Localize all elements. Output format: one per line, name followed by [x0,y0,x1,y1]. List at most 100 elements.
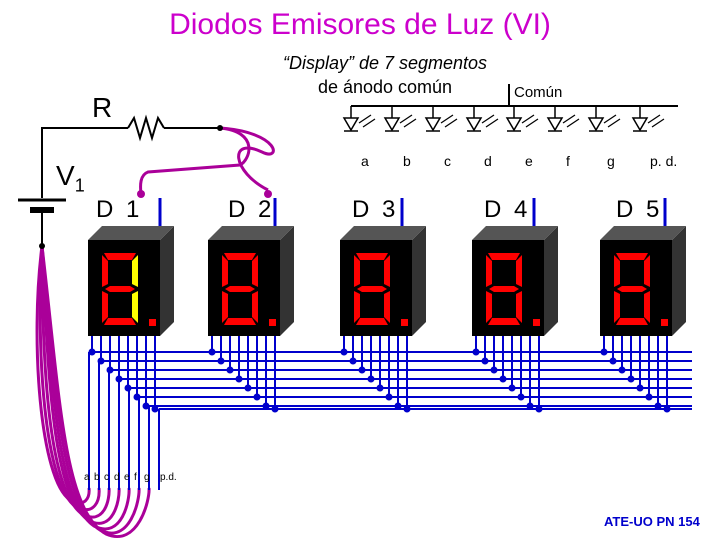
common-label: Común [514,84,563,101]
segment-b [384,255,390,287]
led-emission-arrow [521,114,535,124]
segment-c [132,291,138,323]
segment-bus [88,336,692,490]
bus-label-e: e [124,472,130,483]
led-emission-arrow [525,118,539,128]
subtitle-line-2: de ánodo común [317,77,453,97]
bus-label-pd: p.d. [160,472,177,483]
seven-segment-displays [88,226,686,336]
display-d1 [88,226,174,336]
junction-dot [133,393,141,401]
segment-decimal-point [149,319,156,326]
display-label-d4: D 4 [484,196,531,223]
segment-decimal-point [401,319,408,326]
segment-label-e: e [525,153,533,169]
led-triangle [505,117,523,132]
display-top-face [472,226,558,240]
segment-c [384,291,390,323]
junction-dot [151,405,159,413]
segment-a [488,253,520,260]
wire-to-d2 [219,126,275,192]
segment-f [614,255,620,287]
led-g [587,106,621,132]
junction-dot [88,348,96,356]
wire-to-bus-e [40,245,131,531]
display-label-d5: D 5 [616,196,663,223]
display-label-d3: D 3 [352,196,399,223]
led-emission-arrow [481,114,495,124]
segment-e [486,291,492,323]
segment-d [616,318,648,325]
segment-b [132,255,138,287]
wire-to-bus-g [40,245,151,538]
led-d [465,106,499,132]
bus-label-d: d [114,472,120,483]
segment-a [356,253,388,260]
junction-dot [376,384,384,392]
segment-e [102,291,108,323]
segment-b [516,255,522,287]
segment-g [617,286,647,292]
display-label-d2: D 2 [228,196,275,223]
segment-label-b: b [403,153,411,169]
wire-to-bus-b [38,245,101,512]
resistor-symbol [127,114,165,142]
led-triangle [587,117,605,132]
junction-dot [115,375,123,383]
segment-label-a: a [361,153,369,169]
segment-label-pd: p. d. [650,153,678,169]
display-top-face [340,226,426,240]
display-d4 [472,226,558,336]
junction-dot [636,384,644,392]
segment-label-c: c [444,153,451,169]
junction-dot [142,402,150,410]
segment-e [222,291,228,323]
display-common-pin [137,190,145,198]
junction-dot [235,375,243,383]
display-side-face [672,226,686,336]
circuit-elements [18,114,667,249]
junction-dot [367,375,375,383]
junction-dot [481,357,489,365]
junction-dot [526,402,534,410]
resistor-label: R [92,92,113,123]
display-top-face [600,226,686,240]
display-common-pin [264,190,272,198]
junction-dot [490,366,498,374]
junction-dot [106,366,114,374]
junction-dot [244,384,252,392]
led-triangle [546,117,564,132]
display-side-face [544,226,558,336]
display-side-face [412,226,426,336]
junction-dot [645,393,653,401]
segment-d [224,318,256,325]
led-emission-arrow [651,118,665,128]
wire-to-bus-c [40,245,111,519]
led-emission-arrow [647,114,661,124]
segment-g [357,286,387,292]
battery-short-plate [30,207,54,213]
led-c [424,106,458,132]
junction-dot [535,405,543,413]
display-d3 [340,226,426,336]
junction-dot [472,348,480,356]
page-title: Diodos Emisores de Luz (VI) [169,8,551,41]
segment-f [222,255,228,287]
wire-source-to-resistor [41,127,128,198]
led-triangle [342,117,360,132]
segment-f [486,255,492,287]
junction-dot [508,384,516,392]
led-emission-arrow [362,118,376,128]
led-emission-arrow [444,118,458,128]
segment-b [252,255,258,287]
segment-b [644,255,650,287]
source-label: V1 [56,160,85,196]
segment-a [224,253,256,260]
led-emission-arrow [403,118,417,128]
wire-to-bus-f [40,245,141,535]
segment-decimal-point [269,319,276,326]
segment-g [489,286,519,292]
junction-dot [385,393,393,401]
segment-c [516,291,522,323]
junction-dot [618,366,626,374]
